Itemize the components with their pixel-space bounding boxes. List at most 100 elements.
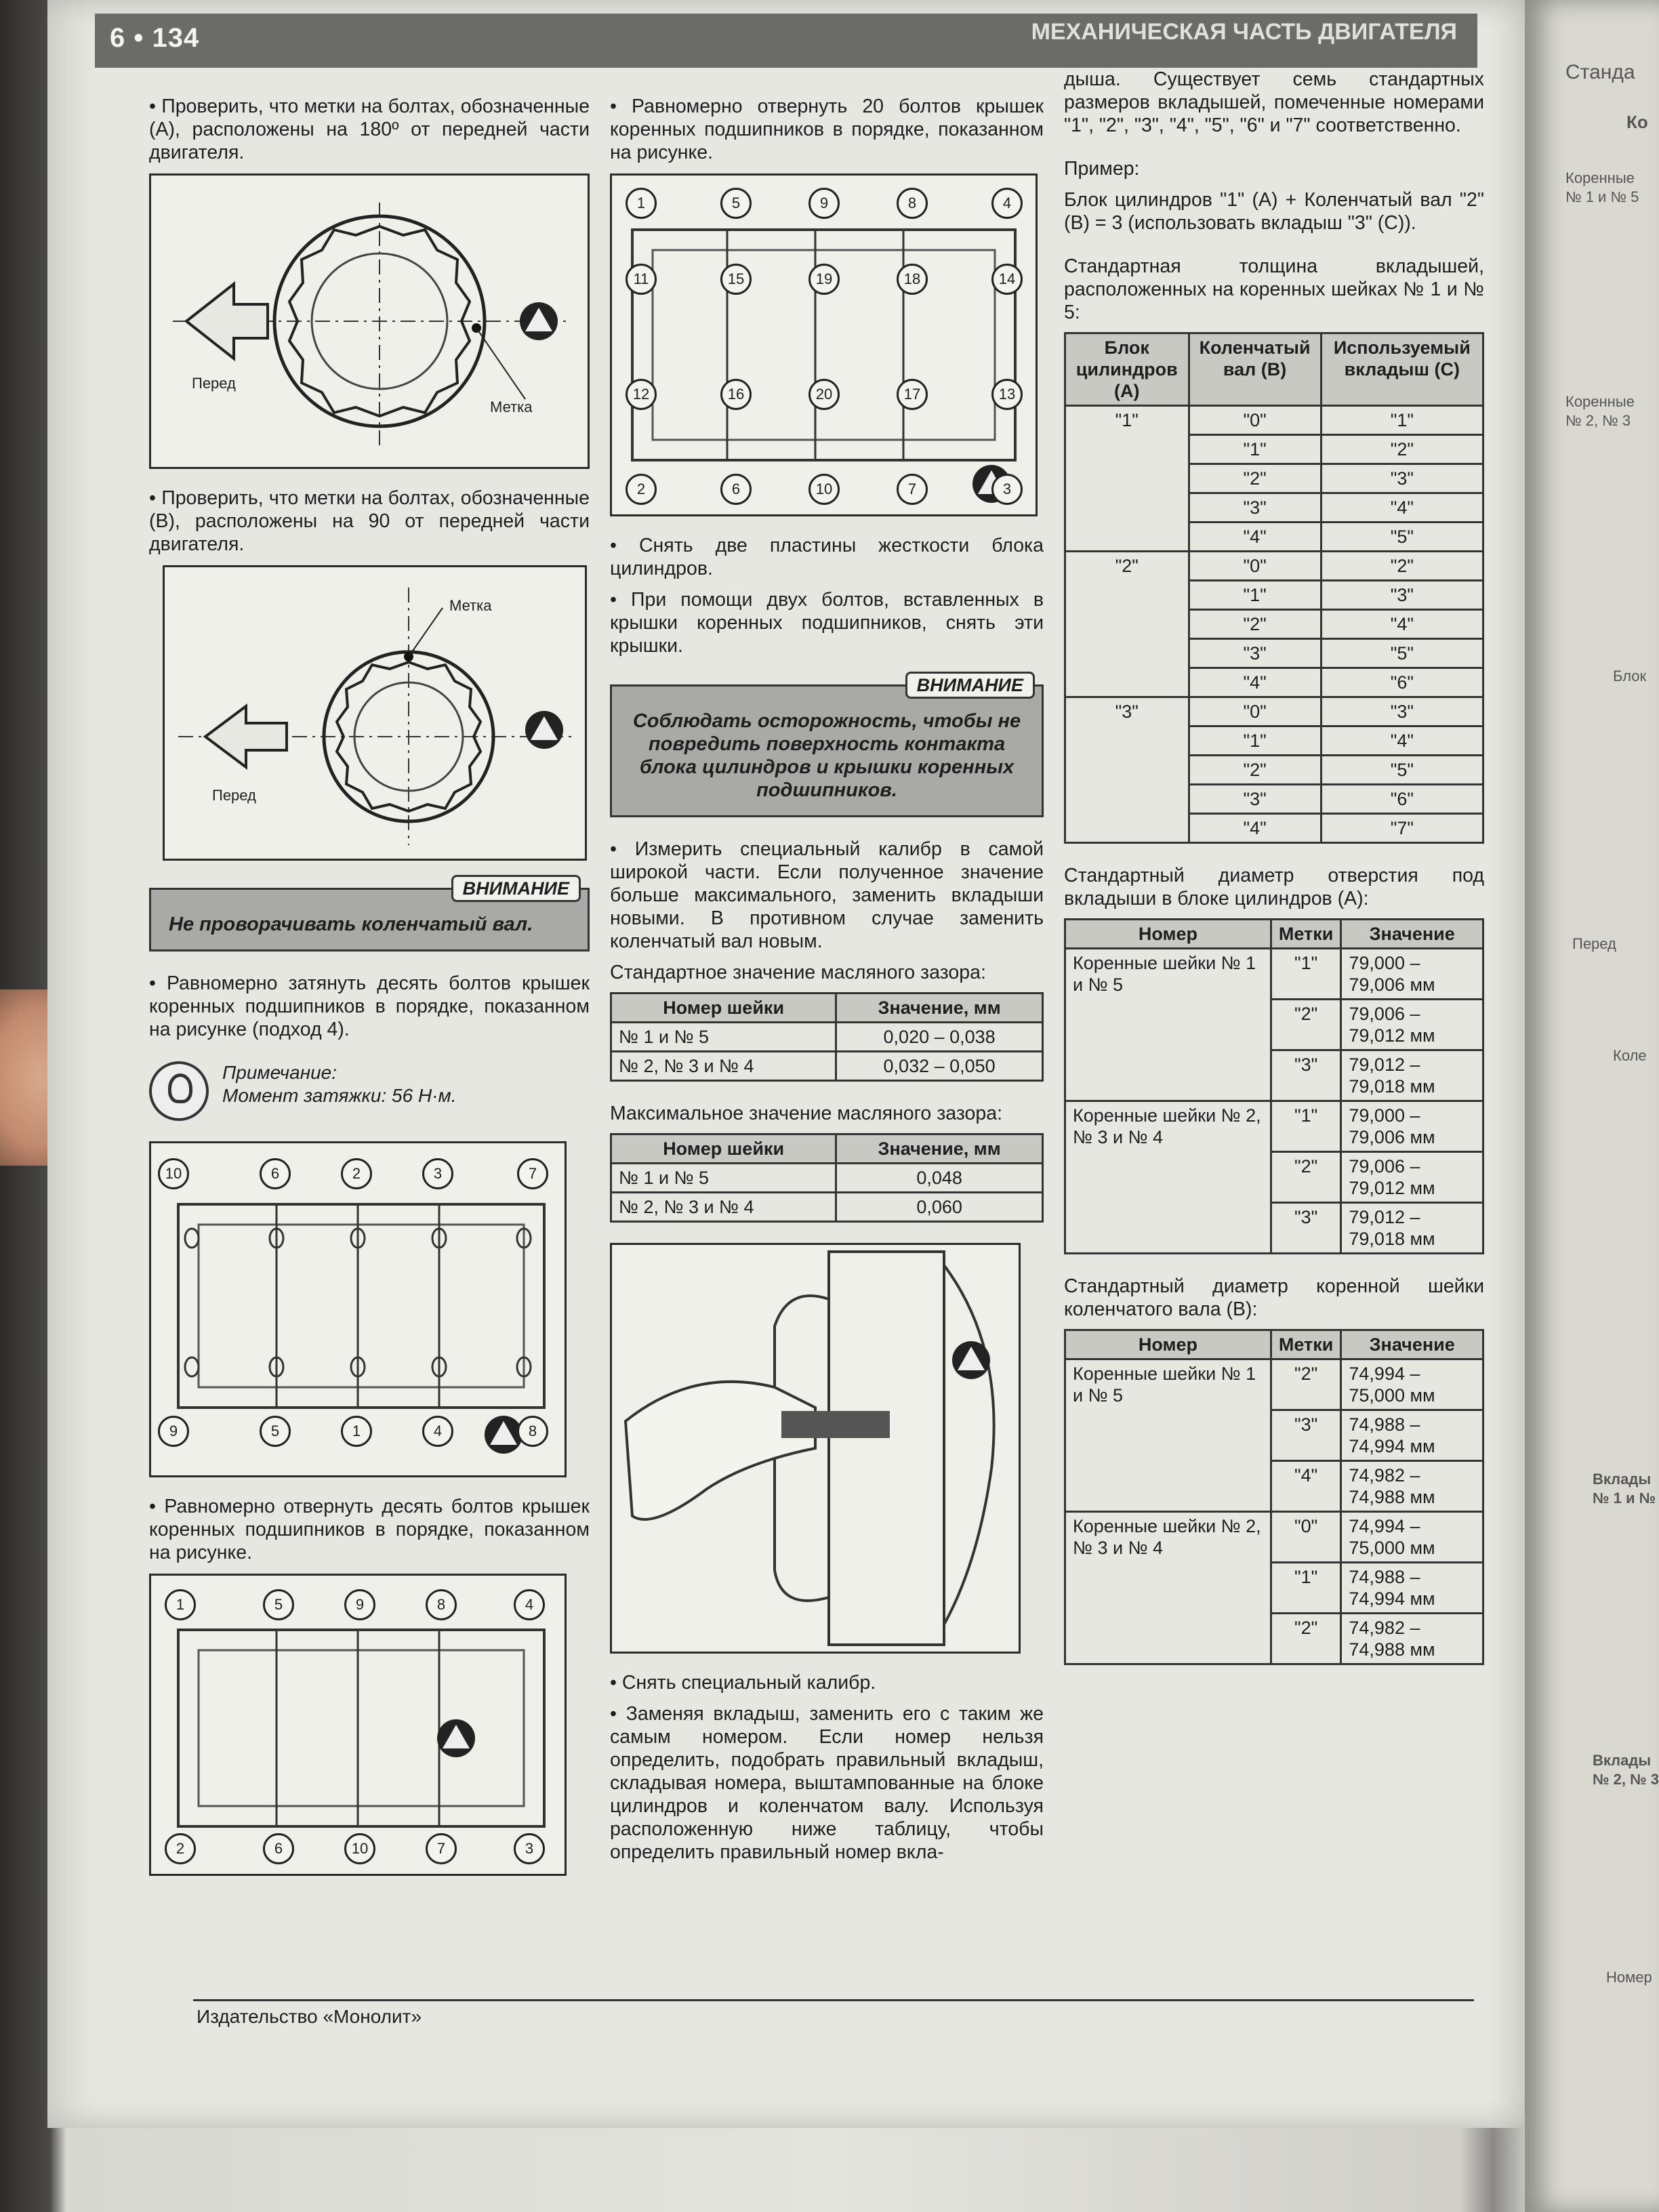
page-number: 6 • 134 (110, 23, 200, 53)
table-row: "3""0""3" (1064, 696, 1485, 844)
bolt-order-number: 12 (626, 379, 657, 410)
bolt-order-number: 2 (165, 1833, 196, 1864)
next-page-fragment: № 1 и № 5 (1593, 1490, 1659, 1507)
table-cell: 79,006 – 79,012 мм (1340, 998, 1484, 1051)
table-cell: "1" (1269, 947, 1343, 1000)
column-header: Блок цилиндров (А) (1064, 332, 1190, 407)
column-2: Равномерно отвернуть 20 болтов крышек ко… (609, 95, 1044, 1872)
table-cell: "3" (1269, 1202, 1343, 1254)
table-cell: "0" (1269, 1511, 1343, 1563)
table-cell: Коренные шейки № 1 и № 5 (1064, 1358, 1272, 1513)
figure-bolt-marks-180: Перед Метка (149, 173, 590, 469)
paragraph: При помощи двух болтов, вставленных в кр… (610, 588, 1044, 657)
paragraph: Максимальное значение масляного зазора: (610, 1103, 1003, 1124)
table-row: "4""7" (1065, 813, 1485, 844)
table-row: "2"74,982 – 74,988 мм (1065, 1612, 1484, 1665)
paragraph: Блок цилиндров "1" (А) + Коленчатый вал … (1064, 189, 1484, 234)
table-cell: 74,988 – 74,994 мм (1340, 1561, 1484, 1614)
next-page-fragment: № 1 и № 5 (1565, 188, 1639, 205)
table-cell: "2" (1269, 1151, 1343, 1204)
paragraph: Стандартный диаметр коренной шейки колен… (1064, 1275, 1484, 1320)
table-cell: 0,032 – 0,050 (835, 1050, 1044, 1082)
table-cell: "2" (1187, 754, 1322, 785)
table-cell: 74,982 – 74,988 мм (1340, 1612, 1484, 1665)
table-cell: "6" (1319, 783, 1485, 815)
publisher-footer: Издательство «Монолит» (197, 2006, 422, 2027)
table-cell: "4" (1187, 521, 1322, 552)
bolt-order-number: 19 (808, 264, 840, 295)
table-cell: 0,060 (835, 1191, 1044, 1223)
warning-text: Не проворачивать коленчатый вал. (169, 914, 533, 935)
next-page-edge: Станда Ко Коренные № 1 и № 5 Коренные № … (1525, 0, 1659, 2212)
bolt-order-number: 6 (260, 1158, 291, 1189)
table-row: Коренные шейки № 1 и № 5"1"79,000 – 79,0… (1064, 947, 1484, 1102)
table-cell: 74,982 – 74,988 мм (1340, 1460, 1484, 1513)
table-cell: "3" (1187, 783, 1322, 815)
column-header: Значение (1340, 1329, 1484, 1360)
table-cell: Коренные шейки № 1 и № 5 (1064, 947, 1272, 1102)
table-standard-clearance: Номер шейки Значение, мм № 1 и № 5 0,020… (609, 992, 1044, 1082)
table-cell: "1" (1187, 434, 1322, 465)
next-page-fragment: Номер (1606, 1969, 1652, 1986)
bolt-order-number: 6 (263, 1833, 294, 1864)
bolt-order-number: 5 (263, 1589, 294, 1620)
table-cell: "3" (1319, 463, 1485, 494)
mark-label: Метка (490, 398, 533, 415)
table-cell: "1" (1064, 405, 1190, 552)
column-3: дыша. Существует семь стандартных размер… (1064, 68, 1485, 1685)
column-header: Значение, мм (835, 992, 1044, 1023)
bolt-head-diagram (178, 588, 571, 845)
bolt-order-number: 5 (720, 188, 752, 219)
table-cell: "2" (1187, 609, 1322, 640)
table-max-clearance: Номер шейки Значение, мм № 1 и № 5 0,048… (609, 1133, 1044, 1223)
table-row: "3""6" (1065, 783, 1485, 815)
column-header: Значение (1340, 918, 1484, 949)
column-header: Номер шейки (609, 1133, 838, 1164)
table-cell: "2" (1269, 1358, 1343, 1411)
table-row: "1""0""1" (1064, 405, 1485, 552)
table-row: Коренные шейки № 2, № 3 и № 4"1"79,000 –… (1064, 1100, 1484, 1254)
bolt-order-number: 13 (991, 379, 1023, 410)
table-row: "1""3" (1065, 579, 1485, 611)
next-page-fragment: № 2, № 3 (1565, 412, 1631, 429)
table-row: "2"79,006 – 79,012 мм (1065, 998, 1484, 1051)
next-page-fragment: Вклады (1593, 1752, 1652, 1769)
bearing-caps-diagram (177, 1629, 546, 1828)
table-cell: "0" (1187, 696, 1322, 727)
warning-text: Соблюдать осторожность, чтобы не повреди… (632, 710, 1021, 801)
bolt-order-number: 16 (720, 379, 752, 410)
column-header: Номер шейки (609, 992, 838, 1023)
page-header: 6 • 134 МЕХАНИЧЕСКАЯ ЧАСТЬ ДВИГАТЕЛЯ (95, 14, 1477, 68)
bearing-caps-diagram (631, 228, 1017, 503)
table-row: "3"79,012 – 79,018 мм (1065, 1049, 1484, 1102)
table-cell: "2" (1319, 550, 1485, 581)
bolt-order-number: 9 (808, 188, 840, 219)
table-row: "2""5" (1065, 754, 1485, 785)
table-row: "2""4" (1065, 609, 1485, 640)
bolt-order-number: 10 (344, 1833, 375, 1864)
bolt-order-number: 20 (808, 379, 840, 410)
bolt-order-number: 2 (626, 474, 657, 505)
bolt-order-number: 4 (422, 1416, 453, 1447)
next-page-fragment: Ко (1626, 112, 1648, 132)
paragraph: Равномерно отвернуть 20 болтов крышек ко… (610, 95, 1044, 164)
table-cell: "2" (1187, 463, 1322, 494)
table-row: "4""6" (1065, 667, 1485, 698)
gauge-photo-illustration (623, 1250, 996, 1646)
table-cell: "3" (1187, 638, 1322, 669)
column-header: Метки (1269, 1329, 1343, 1360)
table-row: № 1 и № 5 0,020 – 0,038 (609, 1021, 1044, 1052)
table-journal-diameter: Номер Метки Значение Коренные шейки № 1 … (1064, 1329, 1484, 1665)
table-cell: 74,994 – 75,000 мм (1340, 1511, 1484, 1563)
table-row: "3""5" (1065, 638, 1485, 669)
bearing-caps-diagram (177, 1203, 546, 1454)
table-row: № 2, № 3 и № 4 0,032 – 0,050 (609, 1050, 1044, 1082)
warning-tag: ВНИМАНИЕ (905, 672, 1035, 699)
table-row: Коренные шейки № 1 и № 5"2"74,994 – 75,0… (1064, 1358, 1484, 1513)
table-row: "1"74,988 – 74,994 мм (1065, 1561, 1484, 1614)
table-row: № 1 и № 5 0,048 (609, 1162, 1044, 1193)
bolt-order-number: 9 (344, 1589, 375, 1620)
table-block-bore-diameter: Номер Метки Значение Коренные шейки № 1 … (1064, 918, 1484, 1254)
table-cell: 79,000 – 79,006 мм (1340, 1100, 1484, 1153)
